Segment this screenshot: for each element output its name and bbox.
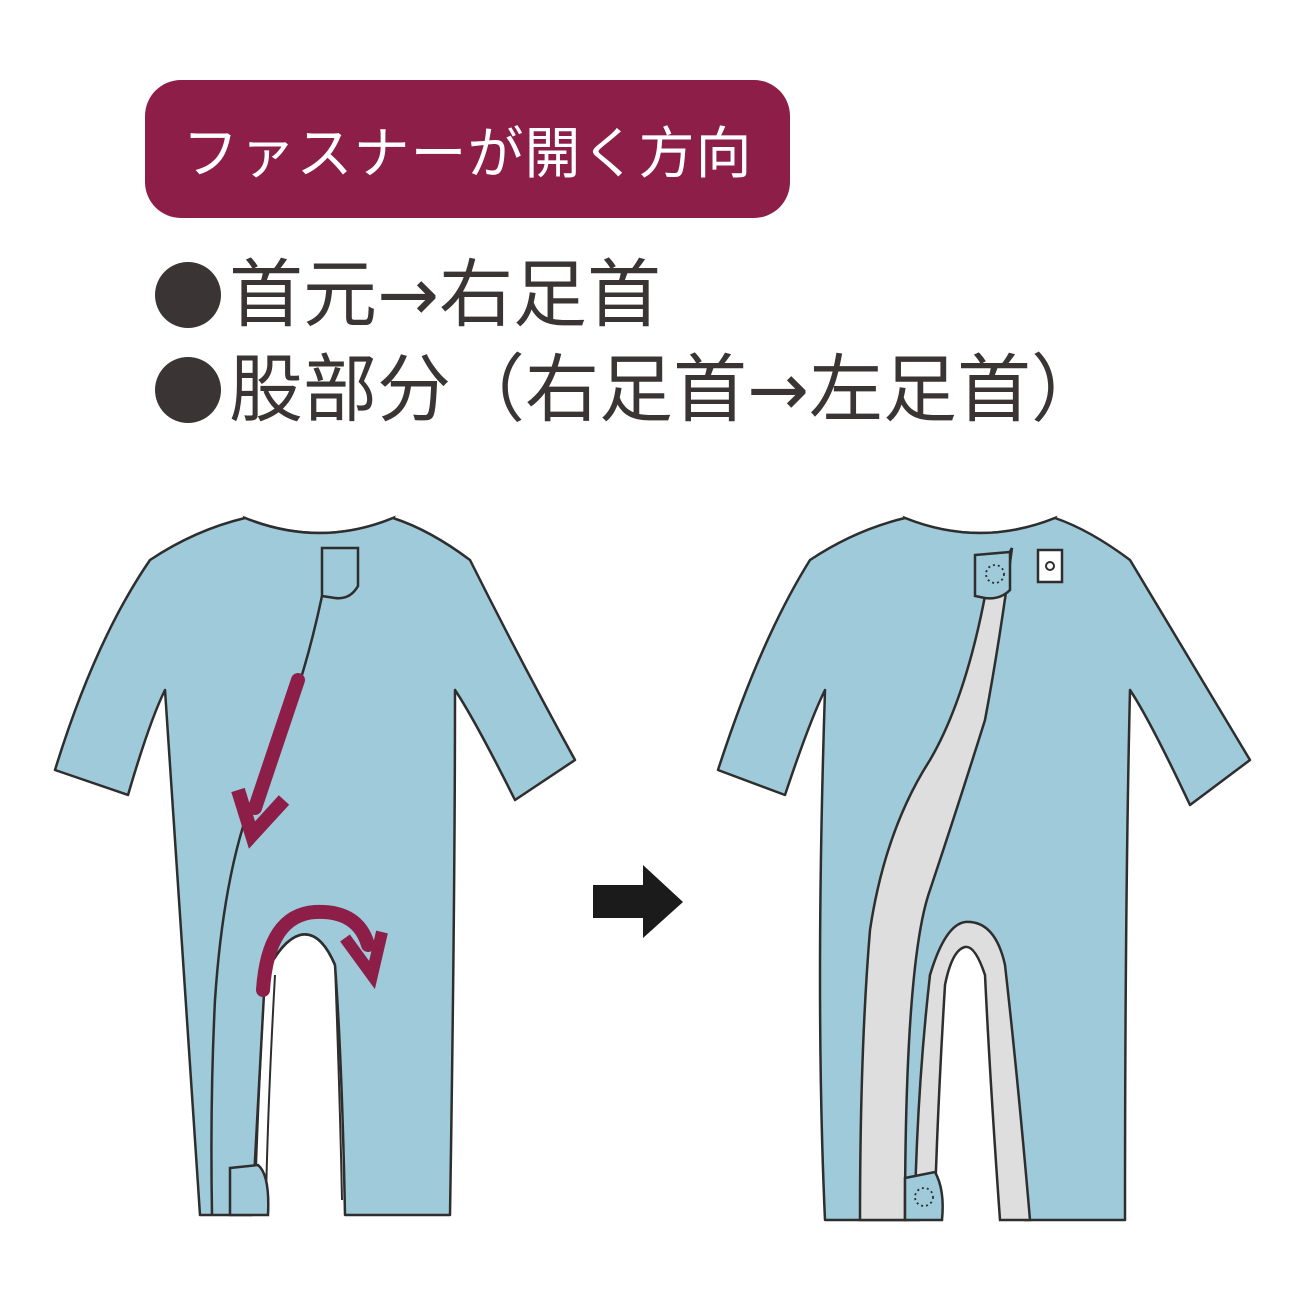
snap-button-icon bbox=[985, 564, 1005, 584]
zipper-down-arrowhead bbox=[231, 787, 290, 849]
bullet-item-crotch: 股部分（右足首→左足首） bbox=[155, 345, 1105, 435]
bullet-text: 首元→右足首 bbox=[229, 252, 662, 338]
bullet-item-neck-to-right-ankle: 首元→右足首 bbox=[155, 250, 661, 340]
romper-open bbox=[716, 515, 1252, 1222]
ankle-tab-left bbox=[228, 1163, 270, 1217]
zipper-down-arrow bbox=[248, 673, 305, 815]
title-badge: ファスナーが開く方向 bbox=[145, 80, 790, 218]
crotch-curve-arrowhead bbox=[340, 930, 388, 990]
inner-leg-seam-2 bbox=[265, 974, 276, 1201]
crotch-curve-arrow bbox=[256, 904, 375, 997]
bullet-dot-icon bbox=[155, 262, 221, 328]
snap-button-icon bbox=[914, 1187, 934, 1207]
bullet-dot-icon bbox=[155, 357, 221, 423]
inner-leg-seam-right bbox=[334, 964, 343, 1201]
neck-tab-left bbox=[320, 546, 360, 600]
ankle-tab-right bbox=[903, 1170, 944, 1222]
romper-closed bbox=[53, 515, 577, 1217]
right-arrow-icon bbox=[593, 865, 683, 938]
bullet-text: 股部分（右足首→左足首） bbox=[229, 347, 1106, 433]
neck-tab-right bbox=[973, 550, 1012, 600]
title-text: ファスナーが開く方向 bbox=[182, 121, 753, 187]
snap-socket-icon bbox=[1036, 548, 1064, 584]
